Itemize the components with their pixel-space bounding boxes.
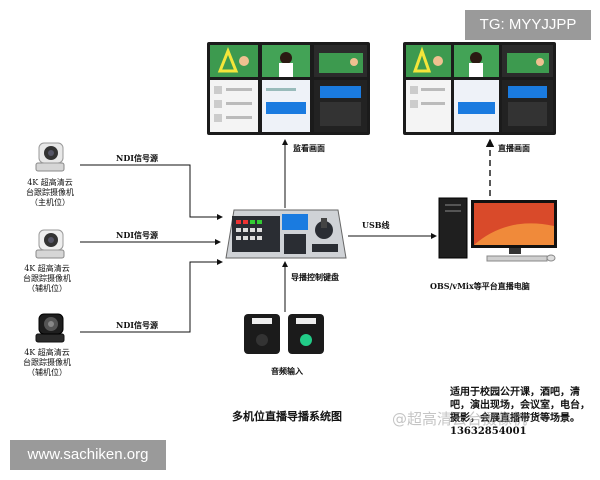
ptz-camera-icon (35, 229, 65, 259)
monitor-left-view-3 (314, 45, 367, 77)
monitor-left-view-6 (314, 80, 367, 132)
description-text: 适用于校园公开课，酒吧，清吧，演出现场，会议室，电台，摄影，会展直播带货等场景。… (450, 387, 590, 437)
monitor-right-view-3 (502, 45, 553, 77)
camera3-wire (80, 259, 223, 333)
usb-label: USB线 (362, 220, 390, 230)
monitor-view-label: 监看画面 (293, 143, 325, 153)
overlay-watermark: @超高清云台摄像机 (392, 410, 528, 428)
signal-label-3: NDI信号源 (116, 320, 158, 330)
signal-label-2: NDI信号源 (116, 230, 158, 240)
camera-2-label: 4K 超高清云 台跟踪摄像机 （辅机位） (23, 264, 71, 293)
ptz-camera-icon (35, 142, 65, 172)
monitor-left-view-1 (210, 45, 258, 77)
watermark-bottom-left: www.sachiken.org (10, 440, 166, 470)
watermark-top-right: TG: MYYJJPP (465, 10, 591, 40)
monitor-right-view-4 (406, 80, 451, 132)
camera-3-label: 4K 超高清云 台跟踪摄像机 （辅机位） (23, 348, 71, 377)
switcher-keyboard (224, 208, 348, 262)
live-view-label: 直播画面 (498, 143, 530, 153)
monitor-left-view-4 (210, 80, 258, 132)
monitor-right (403, 42, 556, 135)
monitor-right-view-2 (454, 45, 499, 77)
camera-3 (30, 308, 70, 344)
monitor-left-view-2 (262, 45, 310, 77)
monitor-right-view-1 (406, 45, 451, 77)
camera-2 (30, 224, 70, 260)
camera-1-label: 4K 超高清云 台跟踪摄像机 （主机位） (26, 178, 74, 207)
keyboard-label: 导播控制键盘 (291, 272, 339, 282)
monitor-left-view-5 (262, 80, 310, 132)
diagram-title: 多机位直播导播系统图 (232, 410, 342, 423)
signal-label-1: NDI信号源 (116, 153, 158, 163)
audio-receiver (242, 312, 326, 358)
monitor-right-view-6 (502, 80, 553, 132)
audio-label: 音频输入 (271, 366, 303, 376)
monitor-right-view-5 (454, 80, 499, 132)
camera1-wire (80, 164, 223, 220)
computer (437, 196, 561, 266)
monitor-left (207, 42, 370, 135)
computer-label: OBS/vMix等平台直播电脑 (430, 281, 530, 291)
ptz-camera-icon (35, 313, 65, 343)
camera-1 (30, 137, 70, 173)
